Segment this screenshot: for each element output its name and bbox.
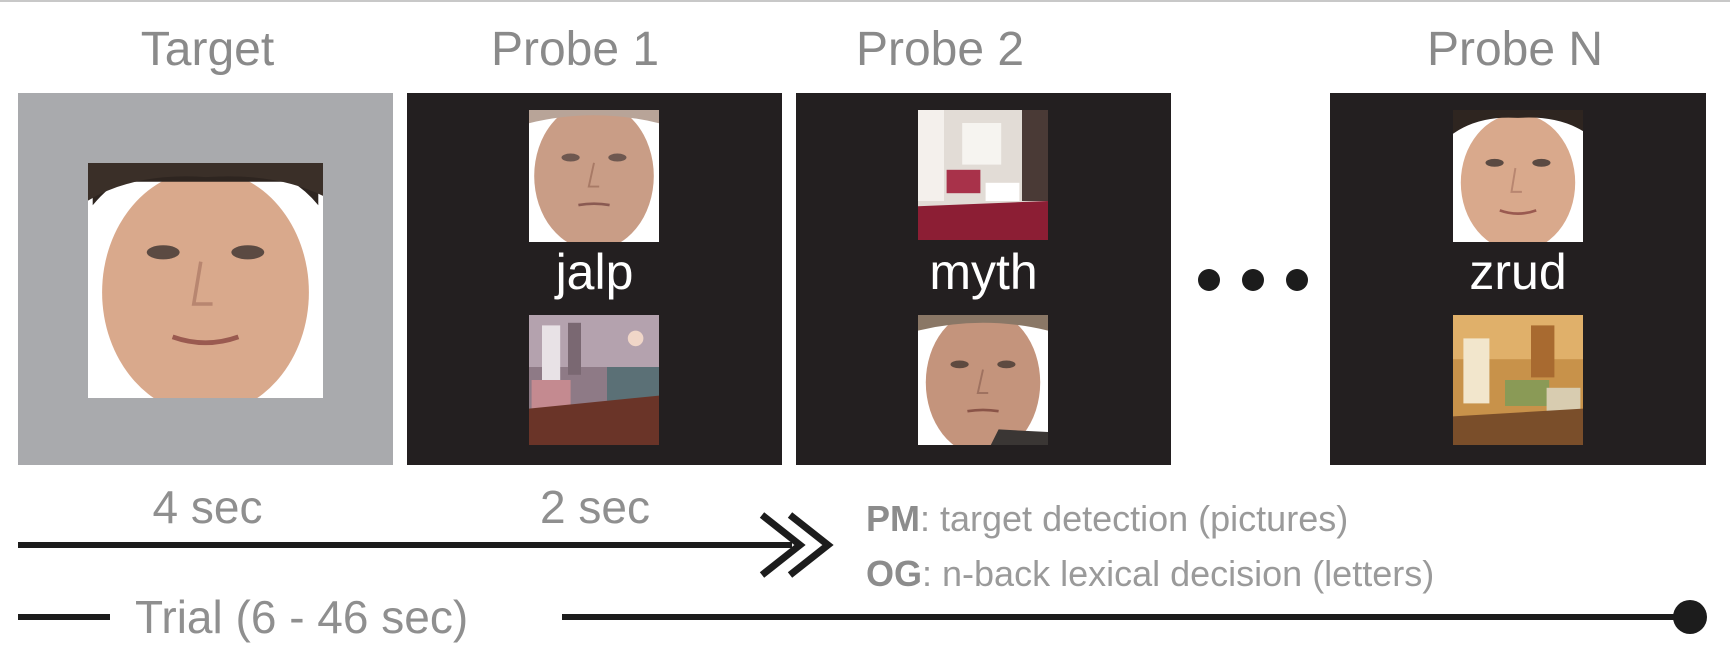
legend-og: OG: n-back lexical decision (letters) (866, 553, 1434, 595)
probe-2-word: myth (929, 244, 1038, 300)
probe-1-panel: jalp (407, 93, 782, 465)
face-photo-icon (529, 110, 659, 242)
room-scene-photo-icon (529, 315, 659, 445)
title-probe-1: Probe 1 (490, 23, 660, 76)
top-divider (0, 0, 1730, 2)
trial-timeline (18, 600, 1707, 634)
probe-n-scene-image (1453, 315, 1583, 445)
target-duration: 4 sec (152, 481, 263, 533)
ellipsis-dot-3 (1286, 269, 1308, 291)
face-photo-icon (1453, 110, 1583, 242)
legend-pm: PM: target detection (pictures) (866, 498, 1348, 540)
face-photo-icon (918, 315, 1048, 445)
legend-og-key: OG (866, 553, 923, 594)
probe-duration: 2 sec (540, 481, 650, 533)
trial-duration-label: Trial (6 - 46 sec) (135, 591, 469, 643)
probe-1-face-image (529, 110, 659, 242)
probe-2-scene-image (918, 110, 1048, 240)
probe-n-panel: zrud (1330, 93, 1706, 465)
double-chevron-arrow-icon (18, 512, 834, 578)
legend-og-text: : n-back lexical decision (letters) (922, 553, 1435, 594)
probe-1-scene-image (529, 315, 659, 445)
probe-2-face-image (918, 315, 1048, 445)
ellipsis-dot-2 (1242, 269, 1264, 291)
target-face-image (88, 163, 323, 398)
room-scene-photo-icon (918, 110, 1048, 240)
face-photo-icon (88, 163, 323, 398)
probe-n-word: zrud (1469, 244, 1567, 300)
probe-2-panel: myth (796, 93, 1171, 465)
room-scene-photo-icon (1453, 315, 1583, 445)
legend-pm-text: : target detection (pictures) (920, 498, 1349, 539)
probe-n-face-image (1453, 110, 1583, 242)
title-probe-2: Probe 2 (855, 23, 1025, 76)
legend-pm-key: PM (866, 498, 920, 539)
title-target: Target (140, 23, 275, 76)
ellipsis-dot-1 (1198, 269, 1220, 291)
title-probe-n: Probe N (1426, 23, 1604, 76)
target-panel (18, 93, 393, 465)
timeline-end-dot (1673, 600, 1707, 634)
probe-1-word: jalp (555, 244, 634, 300)
